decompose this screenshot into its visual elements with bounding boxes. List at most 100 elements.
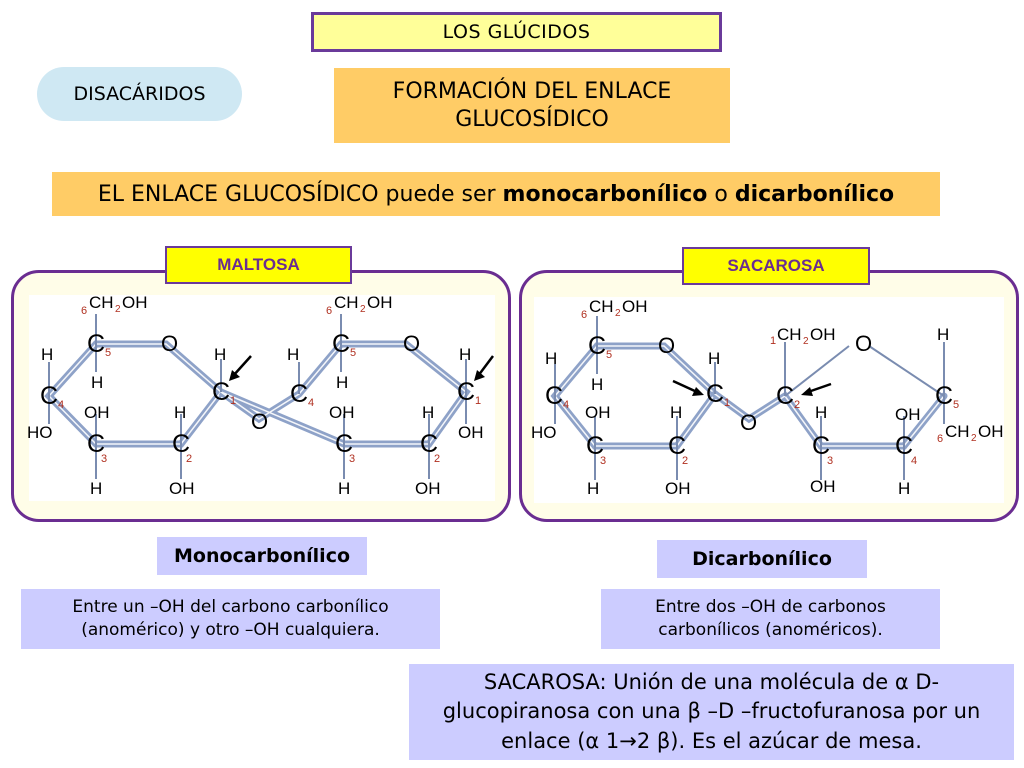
atom-carbon: C <box>812 432 830 460</box>
atom-carbon: C <box>895 432 913 460</box>
atom-carbon: C <box>457 378 475 406</box>
atom-label: H <box>422 403 434 422</box>
atom-carbon: C <box>935 382 953 410</box>
atom-number: 3 <box>827 455 833 467</box>
maltosa-description-line2: (anomérico) y otro –OH cualquiera. <box>81 620 380 640</box>
atom-number: 4 <box>911 455 917 467</box>
atom-label: OH <box>978 422 1004 441</box>
atom-label: H <box>587 479 599 498</box>
atom-carbon: C <box>420 430 438 458</box>
atom-label: OH <box>895 405 921 424</box>
atom-carbon: C <box>40 382 58 410</box>
atom-subscript: 2 <box>115 304 121 315</box>
atom-number: 6 <box>937 433 943 445</box>
sacarosa-description: Entre dos –OH de carbonos carbonílicos (… <box>601 589 940 649</box>
atom-oxygen: O <box>855 331 872 356</box>
atom-label: H <box>815 403 827 422</box>
atom-carbon: C <box>335 430 353 458</box>
atom-number: 6 <box>581 309 587 321</box>
atom-subscript: 2 <box>615 308 621 319</box>
atom-carbon: C <box>588 332 606 360</box>
atom-number: 5 <box>105 347 111 359</box>
atom-carbon: C <box>545 382 563 410</box>
glycosidic-oxygen: O <box>251 409 268 434</box>
atom-carbon: C <box>212 378 230 406</box>
atom-number: 2 <box>186 453 192 465</box>
sacarosa-note-line1: SACAROSA: Unión de una molécula de α D- <box>483 669 940 694</box>
atom-carbon: C <box>332 330 350 358</box>
atom-label: H <box>937 325 949 344</box>
atom-carbon: C <box>290 380 308 408</box>
statement-term-di: dicarbonílico <box>734 181 895 207</box>
atom-number: 5 <box>606 349 612 361</box>
atom-carbon: C <box>87 430 105 458</box>
atom-number: 6 <box>81 305 87 317</box>
atom-label: H <box>338 479 350 498</box>
atom-number: 3 <box>349 453 355 465</box>
atom-label: H <box>41 345 53 364</box>
atom-label: CH <box>777 325 802 344</box>
atom-subscript: 2 <box>971 433 977 444</box>
atom-subscript: 2 <box>360 304 366 315</box>
sacarosa-arrow-c2 <box>801 382 832 396</box>
section-pill-label: DISACÁRIDOS <box>73 83 206 105</box>
atom-oxygen: O <box>161 331 178 356</box>
maltosa-type-text: Monocarbonílico <box>173 545 351 567</box>
maltosa-panel <box>11 270 511 522</box>
glycosidic-oxygen: O <box>740 410 757 435</box>
topic-heading-line1: FORMACIÓN DEL ENLACE <box>392 79 672 104</box>
atom-number: 2 <box>682 455 688 467</box>
atom-label: H <box>90 479 102 498</box>
sacarosa-fructose: 1 CH 2 OH O H C 2 C 5 H OH 6 CH 2 OH C 3… <box>770 325 1004 498</box>
atom-label: H <box>214 345 226 364</box>
statement-middle: o <box>707 181 735 207</box>
sacarosa-panel-inner <box>534 297 1004 503</box>
sacarosa-arrow-c1 <box>672 379 704 396</box>
maltosa-substituent-bonds <box>48 314 467 479</box>
sacarosa-tag-label: SACAROSA <box>727 256 825 275</box>
atom-label: OH <box>665 479 691 498</box>
atom-label: H <box>670 403 682 422</box>
atom-label: OH <box>329 403 355 422</box>
topic-heading: FORMACIÓN DEL ENLACE GLUCOSÍDICO <box>334 68 730 143</box>
atom-label: OH <box>367 293 393 312</box>
header-title: LOS GLÚCIDOS <box>442 21 591 43</box>
atom-number: 5 <box>350 347 356 359</box>
atom-label: OH <box>458 423 484 442</box>
maltosa-glucose-2: 6 CH 2 OH C 5 O H H C 4 OH C 3 H H C 2 O… <box>287 293 484 498</box>
sacarosa-description-line2: carbonílicos (anoméricos). <box>658 620 883 640</box>
maltosa-type-label: Monocarbonílico <box>157 537 367 575</box>
atom-carbon: C <box>706 380 724 408</box>
atom-oxygen: O <box>403 331 420 356</box>
atom-oxygen: O <box>658 333 675 358</box>
atom-number: 1 <box>475 395 481 407</box>
sacarosa-glucose: 6 CH 2 OH C 5 O H H C 4 HO OH C 3 H H C … <box>531 297 730 498</box>
sacarosa-type-text: Dicarbonílico <box>692 548 832 570</box>
sacarosa-substituent-bonds <box>554 316 945 480</box>
atom-label: H <box>898 479 910 498</box>
atom-number: 1 <box>724 397 730 409</box>
maltosa-arrow-c1-second <box>474 355 494 381</box>
atom-label: H <box>591 375 603 394</box>
atom-label: OH <box>169 479 195 498</box>
sacarosa-description-line1: Entre dos –OH de carbonos <box>655 597 886 618</box>
atom-number: 4 <box>58 399 64 411</box>
atom-label: H <box>545 349 557 368</box>
maltosa-panel-inner <box>29 295 495 501</box>
maltosa-description-line1: Entre un –OH del carbono carbonílico <box>72 597 389 618</box>
topic-heading-line2: GLUCOSÍDICO <box>455 106 609 132</box>
atom-label: CH <box>89 293 114 312</box>
maltosa-tag: MALTOSA <box>165 246 352 284</box>
atom-carbon: C <box>172 430 190 458</box>
atom-carbon: C <box>586 432 604 460</box>
sacarosa-note-line2: glucopiranosa con una β –D –fructofurano… <box>442 699 981 724</box>
sacarosa-note: SACAROSA: Unión de una molécula de α D- … <box>409 664 1014 760</box>
atom-label: OH <box>622 297 648 316</box>
atom-number: 1 <box>230 395 236 407</box>
atom-carbon: C <box>776 382 794 410</box>
sacarosa-panel <box>519 270 1019 522</box>
atom-number: 1 <box>770 335 776 347</box>
sacarosa-note-line3: enlace (α 1→2 β). Es el azúcar de mesa. <box>501 728 922 753</box>
atom-label: OH <box>84 403 110 422</box>
atom-label: H <box>708 349 720 368</box>
